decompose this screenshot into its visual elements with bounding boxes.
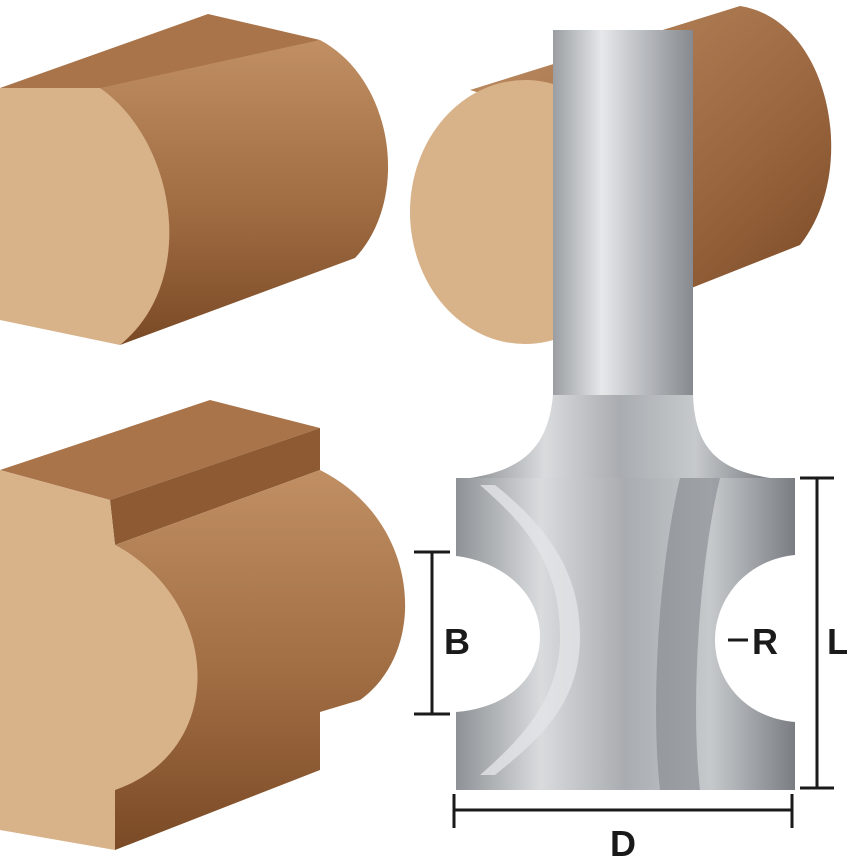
dim-label-b: B — [444, 621, 470, 662]
bead-side — [115, 470, 406, 850]
bead-step-face — [110, 428, 320, 545]
bullnose-top-face — [0, 14, 320, 110]
wood-profile-bullnose — [0, 14, 389, 345]
bit-cutter-body — [456, 478, 795, 790]
bit-flute — [656, 478, 720, 790]
dim-label-r: R — [752, 621, 778, 662]
bit-shank — [553, 30, 693, 410]
bit-cutting-edge — [480, 485, 580, 775]
wood-profile-bead — [0, 400, 406, 850]
dim-label-d: D — [610, 823, 636, 860]
bead-top-face — [0, 400, 320, 500]
dimension-lines — [414, 476, 834, 828]
router-bit — [456, 30, 795, 790]
bullnose-front-face — [0, 88, 170, 345]
dimension-labels: B R L D — [444, 621, 847, 860]
bit-neck — [470, 395, 770, 478]
dim-label-l: L — [827, 621, 847, 662]
bullnose-side — [100, 40, 389, 345]
bead-front-face — [0, 470, 198, 850]
